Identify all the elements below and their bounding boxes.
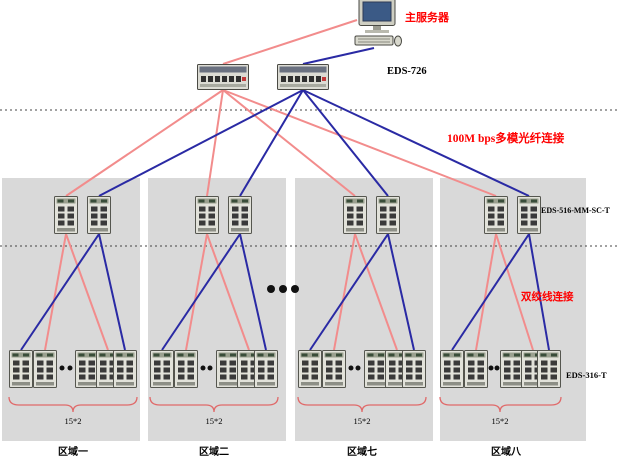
backbone-link-line — [98, 89, 304, 197]
ellipsis-dot — [267, 285, 275, 293]
access-switch-eds316 — [298, 350, 322, 388]
twisted-pair-line — [44, 233, 67, 351]
backbone-link-line — [302, 89, 530, 197]
twisted-pair-line — [309, 233, 389, 351]
count-brace — [149, 396, 279, 413]
fiber-link-line — [222, 19, 358, 65]
zones-ellipsis-dots — [267, 285, 299, 293]
core-zone-fan-links — [65, 89, 530, 197]
access-switch-eds316 — [322, 350, 346, 388]
distribution-switch-label: EDS-516-MM-SC-T — [541, 206, 611, 215]
distribution-switch-eds516 — [484, 196, 508, 234]
distribution-switch-eds516 — [376, 196, 400, 234]
ellipsis-dot — [348, 365, 354, 371]
access-switch-eds316 — [150, 350, 174, 388]
core-switch-eds726-left — [197, 64, 249, 90]
distribution-switch-eds516 — [54, 196, 78, 234]
count-brace — [8, 396, 138, 413]
ellipsis-dot — [355, 365, 361, 371]
access-switch-eds316 — [537, 350, 561, 388]
fiber-link-line — [206, 89, 224, 197]
access-switch-label: EDS-316-T — [566, 370, 607, 380]
zone7-count-label: 15*2 — [354, 416, 371, 426]
main-server-icon — [354, 0, 402, 47]
ellipsis-dot — [488, 365, 494, 371]
zone7-lattice-links — [309, 233, 415, 351]
ellipsis-dot — [494, 365, 500, 371]
zone2-lattice-links — [161, 233, 267, 351]
backbone-link-line — [302, 89, 389, 197]
access-switch-eds316 — [216, 350, 240, 388]
zone1-name-label: 区域一 — [58, 445, 88, 458]
ellipsis-dot — [67, 365, 73, 371]
distribution-switch-eds516 — [228, 196, 252, 234]
backbone-link-line — [239, 89, 304, 197]
core-switch-label: EDS-726 — [387, 66, 427, 77]
access-switch-eds316 — [113, 350, 137, 388]
distribution-switch-eds516 — [195, 196, 219, 234]
access-switch-eds316 — [500, 350, 524, 388]
zone1-lattice-links — [20, 233, 126, 351]
zone8-lattice-links — [451, 233, 550, 351]
fiber-link-label: 100M bps多模光纤连接 — [447, 131, 565, 145]
access-switch-eds316 — [440, 350, 464, 388]
twisted-pair-line — [206, 233, 250, 351]
twisted-pair-line — [451, 233, 530, 351]
twisted-pair-line — [475, 233, 497, 351]
zone8-name-label: 区域八 — [491, 445, 522, 458]
access-switch-eds316 — [254, 350, 278, 388]
access-switch-eds316 — [174, 350, 198, 388]
distribution-switch-eds516 — [87, 196, 111, 234]
zone2-count-label: 15*2 — [206, 416, 223, 426]
access-switch-eds316 — [9, 350, 33, 388]
twisted-pair-line — [98, 233, 126, 351]
twisted-pair-line — [20, 233, 100, 351]
twisted-pair-line — [161, 233, 241, 351]
fiber-link-line — [65, 89, 224, 197]
access-switch-eds316 — [464, 350, 488, 388]
switch-group-ellipsis-dots — [59, 365, 500, 371]
access-switch-eds316 — [402, 350, 426, 388]
backbone-link-line — [302, 47, 375, 65]
core-switch-eds726-right — [277, 64, 329, 90]
zone-region-8 — [440, 178, 586, 441]
server-core-links — [222, 19, 375, 65]
zone1-count-label: 15*2 — [65, 416, 82, 426]
server-label: 主服务器 — [405, 10, 450, 24]
twisted-pair-line — [185, 233, 208, 351]
fiber-link-line — [222, 89, 356, 197]
access-switch-eds316 — [33, 350, 57, 388]
ellipsis-dot — [279, 285, 287, 293]
twisted-pair-line — [387, 233, 415, 351]
ellipsis-dot — [291, 285, 299, 293]
twisted-pair-label: 双绞线连接 — [520, 290, 574, 303]
twisted-pair-line — [528, 233, 550, 351]
distribution-switch-eds516 — [343, 196, 367, 234]
twisted-pair-line — [65, 233, 109, 351]
zone2-name-label: 区域二 — [199, 445, 229, 458]
ellipsis-dot — [200, 365, 206, 371]
ellipsis-dot — [59, 365, 65, 371]
distribution-switch-eds516 — [517, 196, 541, 234]
access-switch-eds316 — [75, 350, 99, 388]
twisted-pair-line — [239, 233, 267, 351]
twisted-pair-line — [354, 233, 398, 351]
ellipsis-dot — [207, 365, 213, 371]
zone7-name-label: 区域七 — [347, 445, 377, 458]
twisted-pair-line — [495, 233, 534, 351]
twisted-pair-line — [333, 233, 356, 351]
count-brace — [439, 396, 562, 413]
count-brace — [297, 396, 427, 413]
access-switch-eds316 — [364, 350, 388, 388]
zone8-count-label: 15*2 — [492, 416, 509, 426]
